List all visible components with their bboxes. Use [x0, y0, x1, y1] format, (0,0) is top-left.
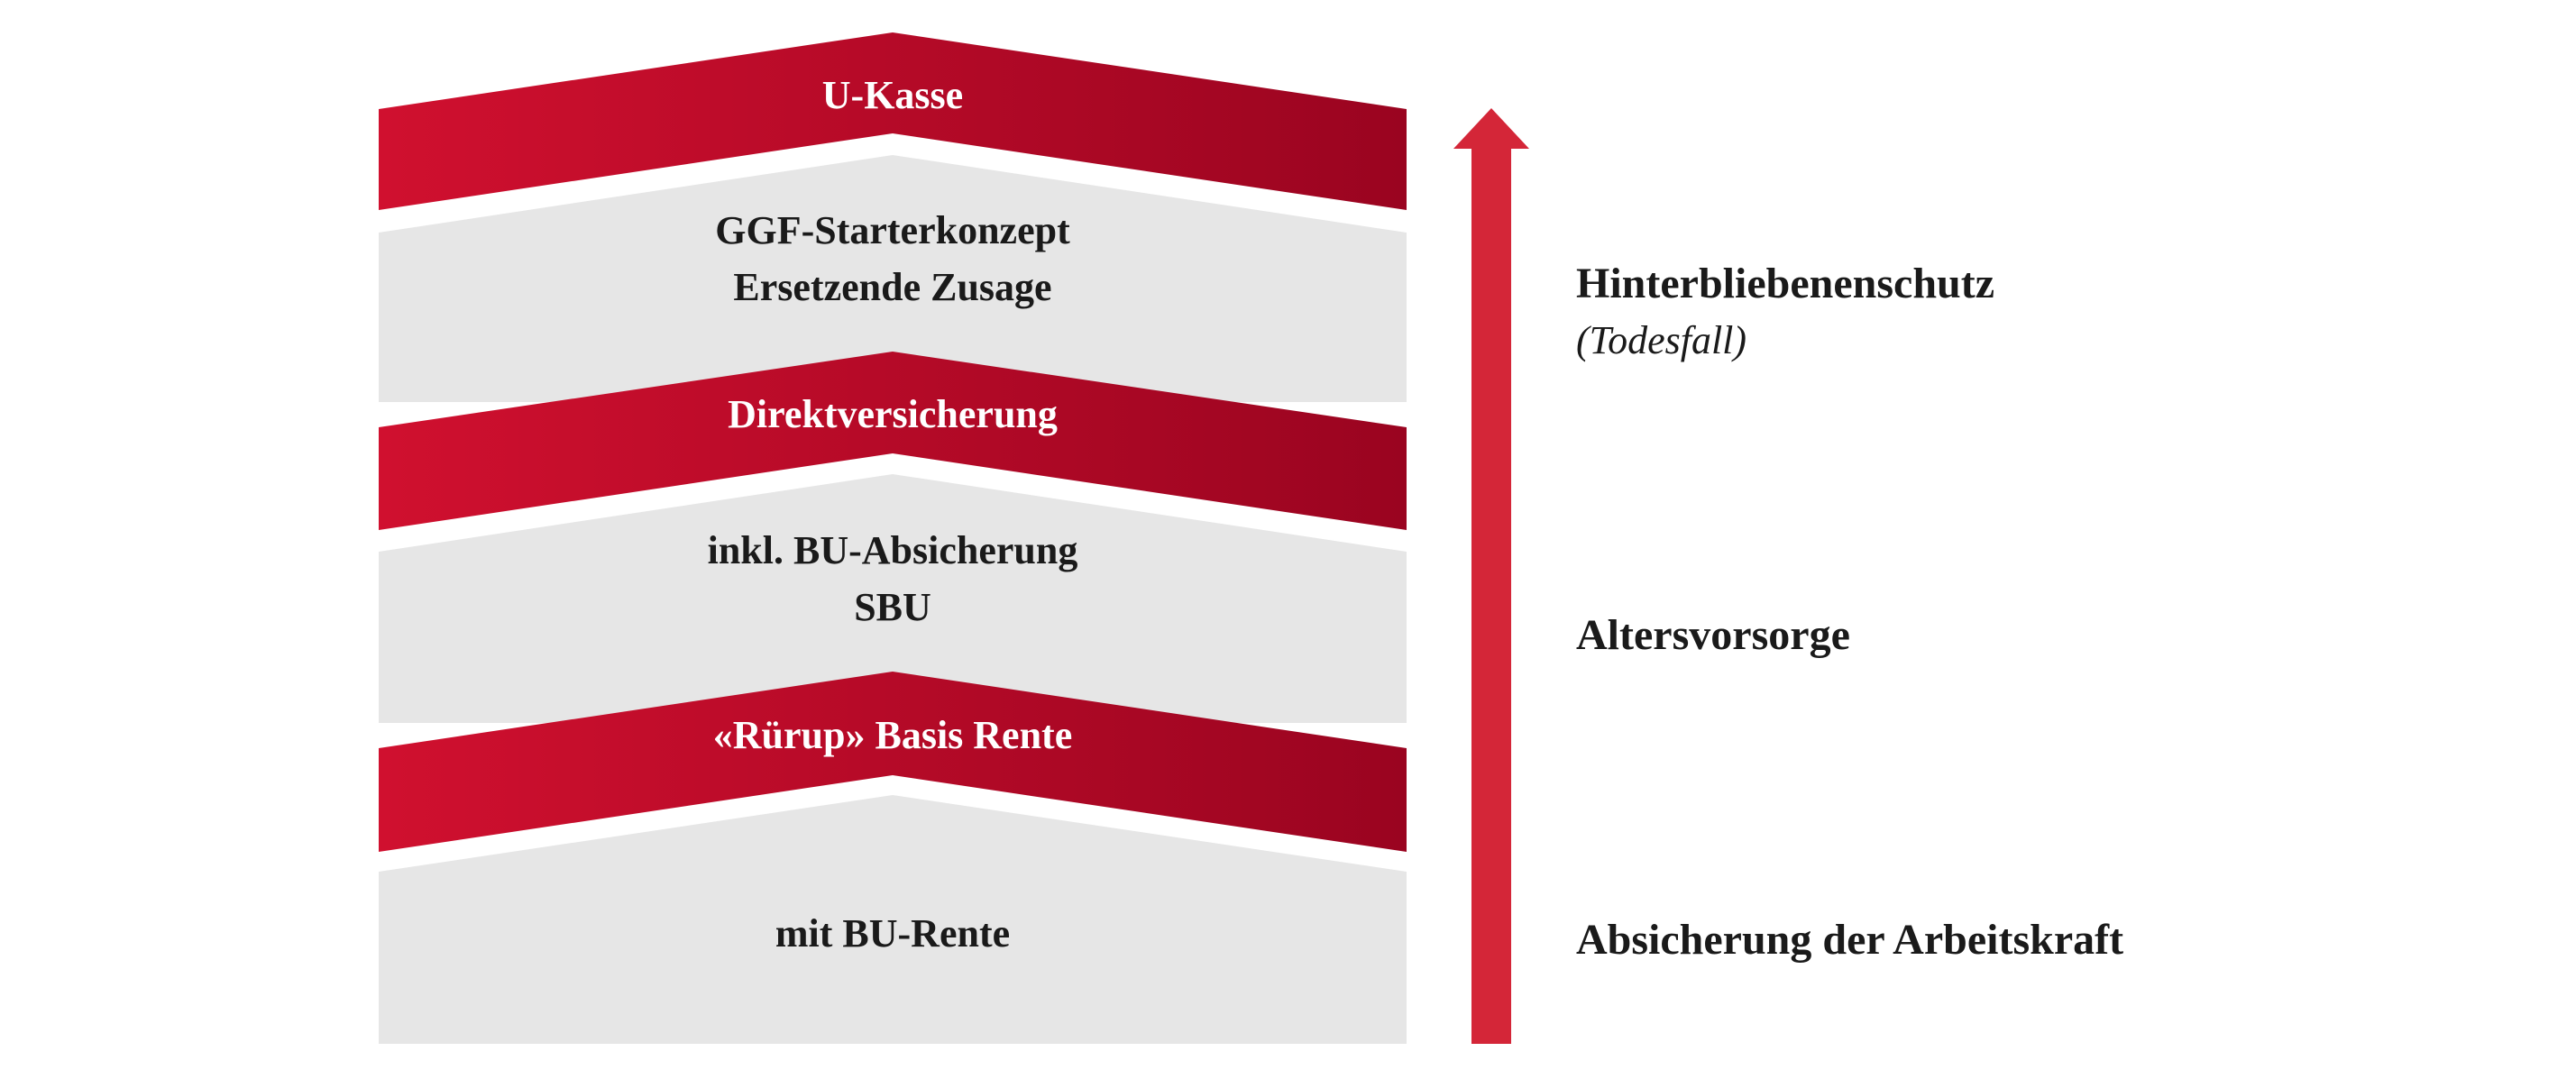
label-ggf-starterkonzept: GGF-Starterkonzept [715, 208, 1070, 252]
label-ersetzende-zusage: Ersetzende Zusage [733, 265, 1051, 309]
layer-red-u-kasse [379, 32, 1407, 210]
label-inkl-bu-absicherung: inkl. BU-Absicherung [708, 528, 1078, 572]
layer-red-direktversicherung [379, 352, 1407, 530]
label-todesfall: (Todesfall) [1576, 318, 1746, 362]
label-ruerup-basis-rente: «Rürup» Basis Rente [713, 713, 1073, 757]
label-altersvorsorge: Altersvorsorge [1576, 611, 1850, 659]
label-u-kasse: U-Kasse [822, 73, 963, 117]
arrow-up-icon [1453, 108, 1529, 1044]
label-absicherung-arbeitskraft: Absicherung der Arbeitskraft [1576, 916, 2123, 964]
layer-red-ruerup [379, 672, 1407, 852]
label-sbu: SBU [854, 585, 931, 629]
layer-grey-bu-absicherung [379, 474, 1407, 723]
label-hinterbliebenenschutz: Hinterbliebenenschutz [1576, 260, 1994, 307]
label-direktversicherung: Direktversicherung [728, 392, 1058, 436]
label-mit-bu-rente: mit BU-Rente [775, 911, 1010, 956]
layer-grey-ggf [379, 155, 1407, 402]
layer-grey-bu-rente [379, 795, 1407, 1044]
